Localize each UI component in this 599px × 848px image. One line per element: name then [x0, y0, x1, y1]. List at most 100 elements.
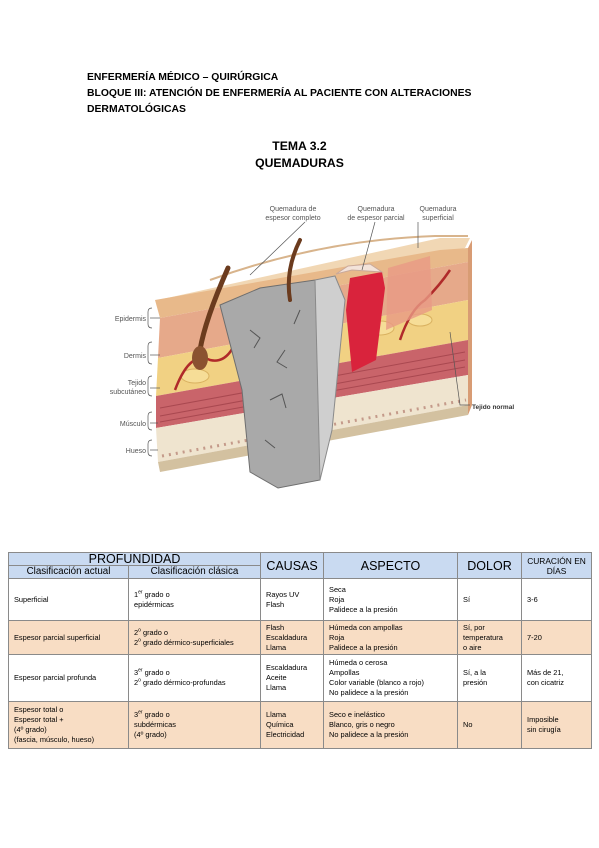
header-aspecto: ASPECTO	[323, 552, 459, 579]
header-clasificacion-actual: Clasificación actual	[8, 565, 129, 579]
cell-line: o aire	[463, 642, 482, 652]
header-curacion-line2: EN DÍAS	[546, 555, 586, 576]
label-full-thickness-2: espesor completo	[265, 215, 320, 222]
cell-line: No palidece a la presión	[329, 730, 409, 739]
cell-causas: Escaldadura Aceite Llama	[260, 654, 325, 702]
cell-line: Electricidad	[266, 730, 305, 739]
label-dermis: Dermis	[124, 353, 147, 360]
cell-aspecto: Seco e inelástico Blanco, gris o negro N…	[323, 701, 459, 749]
cell-causas: Rayos UV Flash	[260, 578, 325, 621]
cell-line: Espesor parcial superficial	[14, 632, 101, 642]
topic-title: QUEMADURAS	[255, 156, 344, 170]
cell-line: Palidece a la presión	[329, 604, 398, 614]
cell-line: Aceite	[266, 673, 287, 682]
hair-follicle	[197, 265, 231, 353]
cell-line: con cicatriz	[527, 678, 564, 687]
cell-curacion: 7-20	[521, 620, 593, 655]
block-title-continued: DERMATOLÓGICAS	[87, 104, 186, 115]
cell-line: Roja	[329, 594, 345, 604]
cell-curacion: 3-6	[521, 578, 593, 621]
cell-line: Húmeda con ampollas	[329, 622, 403, 632]
cell-clasica: 2o grado o 2o grado dérmico-superficiale…	[127, 620, 262, 655]
topic-heading: TEMA 3.2 QUEMADURAS	[0, 138, 599, 172]
cell-actual: Espesor parcial profunda	[8, 654, 129, 702]
block-title: BLOQUE III: ATENCIÓN DE ENFERMERÍA AL PA…	[87, 88, 472, 99]
table-row: Espesor parcial superficial 2o grado o 2…	[8, 620, 593, 655]
cell-line: Llama	[266, 683, 287, 692]
cell-curacion: Imposible sin cirugía	[521, 701, 593, 749]
cell-line: 2o grado dérmico-superficiales	[134, 637, 234, 647]
document-header: ENFERMERÍA MÉDICO – QUIRÚRGICA BLOQUE II…	[87, 70, 527, 118]
partial-thickness-burn	[346, 272, 385, 372]
label-partial-thickness-1: Quemadura	[358, 206, 395, 213]
label-subcutaneous-1: Tejido	[128, 380, 146, 387]
cell-line: Sí, por	[463, 622, 485, 632]
cell-line: presión	[463, 678, 488, 687]
cell-line: 3er grado o	[134, 667, 170, 677]
cell-aspecto: Seca Roja Palidece a la presión	[323, 578, 459, 621]
superficial-burn	[386, 256, 432, 330]
cell-line: No palidece a la presión	[329, 688, 409, 697]
label-muscle: Músculo	[120, 421, 146, 428]
label-superficial-1: Quemadura	[420, 206, 457, 213]
label-epidermis: Epidermis	[115, 316, 147, 323]
cell-line: Más de 21,	[527, 668, 564, 677]
cell-clasica: 3er grado o subdérmicas (4º grado)	[127, 701, 262, 749]
label-superficial-2: superficial	[422, 215, 454, 222]
cell-aspecto: Húmeda o cerosa Ampollas Color variable …	[323, 654, 459, 702]
cell-causas: Flash Escaldadura Llama	[260, 620, 325, 655]
cell-line: 3-6	[527, 594, 538, 604]
cell-dolor: Sí	[457, 578, 523, 621]
cell-line: Flash	[266, 622, 285, 632]
cell-line: Llama	[266, 710, 287, 719]
table-row: Espesor total o Espesor total + (4º grad…	[8, 701, 593, 749]
cell-line: Sí, a la	[463, 668, 487, 677]
table-row: Superficial 1er grado o epidérmicas Rayo…	[8, 578, 593, 621]
cell-line: Espesor total o	[14, 705, 64, 714]
label-subcutaneous-2: subcutáneo	[110, 389, 146, 396]
cell-line: Flash	[266, 599, 285, 609]
cell-line: Química	[266, 720, 294, 729]
label-normal-tissue: Tejido normal	[472, 404, 514, 411]
cell-actual: Superficial	[8, 578, 129, 621]
label-bone: Hueso	[126, 448, 146, 455]
cell-line: sin cirugía	[527, 725, 561, 734]
cell-line: 7-20	[527, 632, 542, 642]
label-full-thickness-1: Quemadura de	[270, 206, 317, 213]
cell-line: Rayos UV	[266, 589, 300, 599]
cell-line: Superficial	[14, 594, 49, 604]
cell-line: 2o grado o	[134, 627, 169, 637]
cell-line: (fascia, músculo, hueso)	[14, 735, 95, 744]
cell-line: (4º grado)	[134, 730, 167, 739]
cell-line: Sí	[463, 594, 470, 604]
cell-line: Color variable (blanco a rojo)	[329, 678, 424, 687]
cell-line: Blanco, gris o negro	[329, 720, 395, 729]
header-clasificacion-clasica: Clasificación clásica	[127, 565, 262, 579]
cell-dolor: Sí, a la presión	[457, 654, 523, 702]
cell-line: 2o grado dérmico-profundas	[134, 677, 226, 687]
cell-actual: Espesor parcial superficial	[8, 620, 129, 655]
cell-line: temperatura	[463, 632, 503, 642]
cell-line: Húmeda o cerosa	[329, 658, 388, 667]
cell-line: 3er grado o	[134, 709, 170, 719]
table-row: Espesor parcial profunda 3er grado o 2o …	[8, 654, 593, 702]
header-curacion: CURACIÓN EN DÍAS	[521, 552, 593, 579]
cell-line: No	[463, 720, 473, 729]
cell-line: Llama	[266, 642, 287, 652]
cell-line: Imposible	[527, 715, 559, 724]
cell-actual: Espesor total o Espesor total + (4º grad…	[8, 701, 129, 749]
cell-aspecto: Húmeda con ampollas Roja Palidece a la p…	[323, 620, 459, 655]
cell-line: (4º grado)	[14, 725, 47, 734]
cell-line: Escaldadura	[266, 632, 308, 642]
skin-block-side	[468, 240, 472, 415]
cell-line: epidérmicas	[134, 599, 174, 609]
cell-line: Espesor parcial profunda	[14, 673, 97, 682]
topic-number: TEMA 3.2	[272, 139, 327, 153]
cell-line: Escaldadura	[266, 663, 308, 672]
cell-line: Seco e inelástico	[329, 710, 385, 719]
cell-curacion: Más de 21, con cicatriz	[521, 654, 593, 702]
header-profundidad: PROFUNDIDAD	[7, 552, 262, 566]
label-partial-thickness-2: de espesor parcial	[347, 215, 405, 222]
header-causas: CAUSAS	[260, 552, 325, 579]
cell-dolor: No	[457, 701, 523, 749]
